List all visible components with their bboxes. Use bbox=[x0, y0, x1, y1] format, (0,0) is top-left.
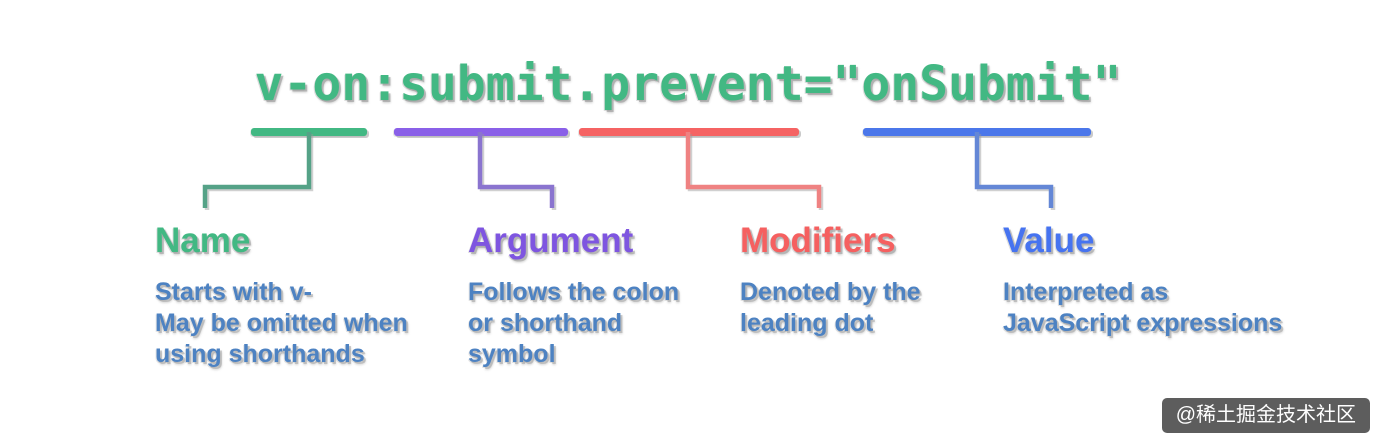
section-desc-argument: Follows the colon or shorthand symbol bbox=[468, 277, 679, 370]
underline-bar-value bbox=[863, 128, 1091, 136]
desc-line: Follows the colon bbox=[468, 278, 680, 306]
desc-line: leading dot bbox=[740, 309, 874, 337]
desc-line: JavaScript expressions bbox=[1003, 309, 1283, 337]
desc-line: May be omitted when bbox=[155, 309, 408, 337]
desc-line: Starts with v- bbox=[155, 278, 312, 306]
section-desc-modifiers: Denoted by the leading dot bbox=[740, 277, 921, 339]
code-expression: v-on:submit.prevent="onSubmit" bbox=[254, 56, 1122, 112]
bracket-shadow-name bbox=[204, 134, 314, 210]
desc-line: Interpreted as bbox=[1003, 278, 1169, 306]
section-desc-name: Starts with v- May be omitted when using… bbox=[155, 277, 408, 370]
section-desc-value: Interpreted as JavaScript expressions bbox=[1003, 277, 1282, 339]
section-label-modifiers: Modifiers bbox=[740, 221, 896, 260]
underline-bar-name bbox=[251, 128, 367, 136]
section-label-argument: Argument bbox=[468, 221, 634, 260]
bracket-name bbox=[202, 132, 312, 208]
bracket-shadow-modifiers bbox=[687, 134, 824, 210]
watermark-badge: @稀土掘金技术社区 bbox=[1161, 398, 1370, 433]
bracket-shadow-value bbox=[976, 134, 1056, 210]
desc-line: using shorthands bbox=[155, 340, 365, 368]
desc-line: symbol bbox=[468, 340, 556, 368]
bracket-modifiers bbox=[685, 132, 822, 208]
bracket-value bbox=[974, 132, 1054, 208]
desc-line: or shorthand bbox=[468, 309, 623, 337]
bracket-argument bbox=[477, 132, 555, 208]
section-label-value: Value bbox=[1003, 221, 1095, 260]
section-label-name: Name bbox=[155, 221, 251, 260]
underline-bar-modifiers bbox=[579, 128, 799, 136]
underline-bar-argument bbox=[394, 128, 568, 136]
bracket-shadow-argument bbox=[479, 134, 557, 210]
desc-line: Denoted by the bbox=[740, 278, 921, 306]
watermark-text: @稀土掘金技术社区 bbox=[1175, 404, 1356, 426]
